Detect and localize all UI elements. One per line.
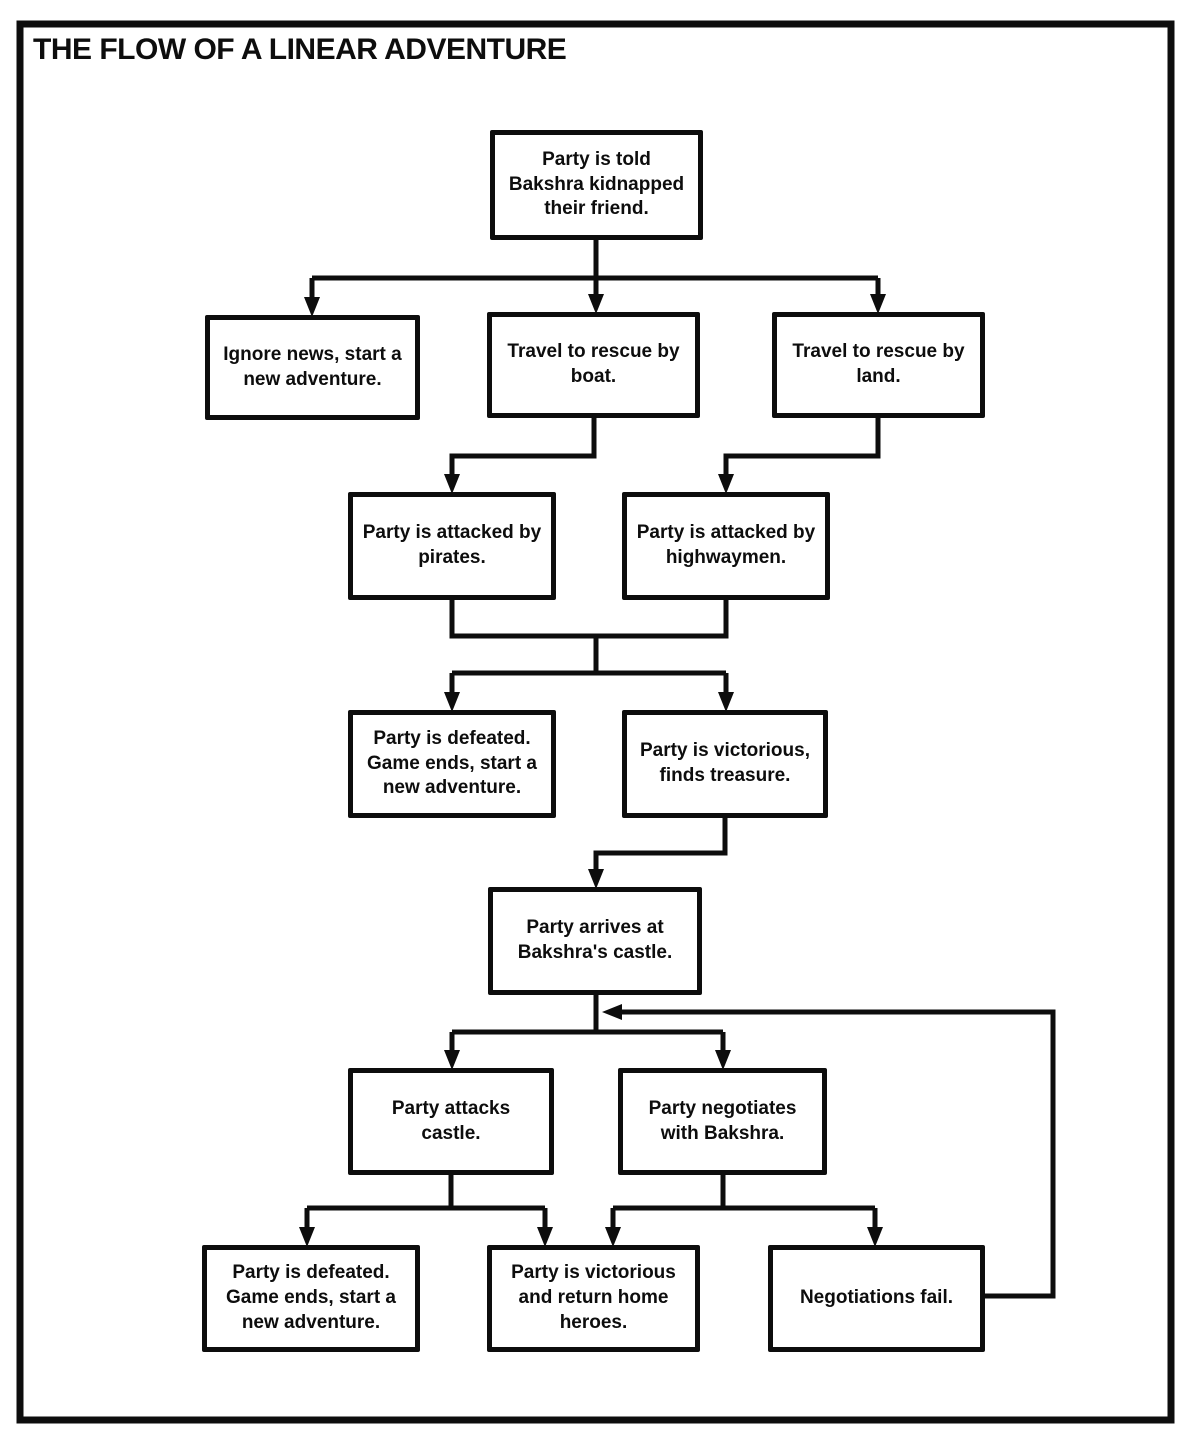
edge-land-highwaymen: [718, 418, 881, 494]
flow-node-told: Party is told Bakshra kidnapped their fr…: [490, 130, 703, 240]
page-title: THE FLOW OF A LINEAR ADVENTURE: [33, 33, 567, 66]
page-border: [16, 20, 1175, 1424]
flow-node-defeated-1: Party is defeated. Game ends, start a ne…: [348, 710, 556, 818]
edge-victorious-castle: [588, 818, 728, 889]
flow-node-pirates: Party is attacked by pirates.: [348, 492, 556, 600]
flow-node-return-home: Party is victorious and return home hero…: [487, 1245, 700, 1352]
node-label: Party attacks castle.: [391, 1097, 511, 1144]
node-label: Party arrives at Bakshra's castle.: [517, 917, 673, 963]
edge-boat-pirates: [444, 418, 597, 494]
edge-negfail-loopback: [602, 1004, 1056, 1299]
node-label: Party is told Bakshra kidnapped their fr…: [508, 148, 685, 220]
node-label: Party is defeated. Game ends, start a ne…: [366, 727, 538, 799]
flow-node-boat: Travel to rescue by boat.: [487, 312, 700, 418]
node-label: Party is victorious, finds treasure.: [639, 740, 810, 786]
node-label: Party is attacked by pirates.: [362, 522, 542, 568]
flow-node-victorious-treasure: Party is victorious, finds treasure.: [622, 710, 828, 818]
node-label: Party is attacked by highwaymen.: [636, 522, 816, 568]
flow-node-negotiations-fail: Negotiations fail.: [768, 1245, 985, 1352]
node-label: Party is defeated. Game ends, start a ne…: [225, 1262, 397, 1333]
flow-node-land: Travel to rescue by land.: [772, 312, 985, 418]
node-label: Party is victorious and return home hero…: [511, 1262, 676, 1333]
node-label: Travel to rescue by land.: [792, 341, 965, 387]
node-label: Negotiations fail.: [799, 1287, 954, 1309]
node-label: Travel to rescue by boat.: [507, 341, 680, 387]
flow-node-defeated-2: Party is defeated. Game ends, start a ne…: [202, 1245, 420, 1352]
flow-node-ignore: Ignore news, start a new adventure.: [205, 315, 420, 420]
flow-node-attacks: Party attacks castle.: [348, 1068, 554, 1175]
edge-merge-bar: [449, 600, 729, 639]
node-label: Ignore news, start a new adventure.: [223, 343, 402, 390]
node-label: Party negotiates with Bakshra.: [648, 1097, 797, 1144]
flow-node-castle: Party arrives at Bakshra's castle.: [488, 887, 702, 995]
flow-node-negotiates: Party negotiates with Bakshra.: [618, 1068, 827, 1175]
flow-node-highwaymen: Party is attacked by highwaymen.: [622, 492, 830, 600]
